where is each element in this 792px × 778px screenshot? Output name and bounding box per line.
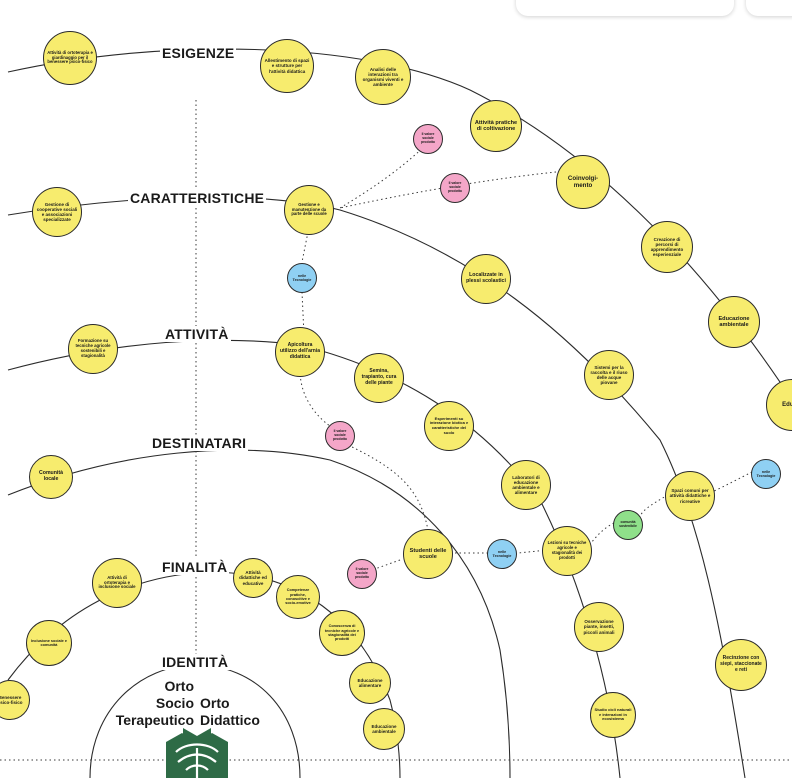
node-n9[interactable]: Gestione e manutenzione da parte delle s… <box>284 185 334 235</box>
node-n15[interactable]: Apicoltura utilizzo dell'arnia didattica <box>275 327 325 377</box>
node-label: nelle Tecnologie <box>292 273 312 282</box>
node-n37[interactable]: Educazione alimentare <box>349 662 391 704</box>
node-label: Il valore sociale prodotto <box>448 181 462 193</box>
node-label: Attività di ortoterapia e giardinaggio p… <box>47 49 93 65</box>
node-n31[interactable]: Il valore sociale prodotto <box>347 559 377 589</box>
node-n10[interactable]: Creazione di percorsi di apprendimento e… <box>641 221 693 273</box>
node-n14[interactable]: Formazione su tecniche agricole sostenib… <box>68 324 118 374</box>
node-n35[interactable]: Recinzione con siepi, staccionate e reti <box>715 639 767 691</box>
node-label: Educazione ambientale <box>718 315 750 328</box>
node-label: Spazi comuni per attività didattiche e r… <box>669 488 711 504</box>
node-label: Gestione di cooperative sociali e associ… <box>36 201 78 223</box>
node-label: comunità sostenibile <box>619 520 637 528</box>
top-card-left <box>516 0 734 16</box>
node-label: Attività pratiche di coltivazione <box>474 119 518 132</box>
node-n24[interactable]: Spazi comuni per attività didattiche e r… <box>665 471 715 521</box>
node-n25[interactable]: comunità sostenibile <box>613 510 643 540</box>
node-label: Semina, trapianto, cura delle piante <box>361 368 397 386</box>
node-label: Osservazione piante, insetti, piccoli an… <box>583 619 615 635</box>
node-label: nelle Tecnologie <box>756 469 776 478</box>
center-left-title: Orto Socio Terapeutico <box>115 678 194 728</box>
node-label: Attività didattiche ed educative <box>239 570 267 586</box>
node-n30[interactable]: Attività didattiche ed educative <box>233 558 273 598</box>
node-n16[interactable]: Semina, trapianto, cura delle piante <box>354 353 404 403</box>
node-n11[interactable]: nelle Tecnologie <box>287 263 317 293</box>
node-label: Il valore sociale prodotto <box>355 567 369 579</box>
node-label: Gestione e manutenzione da parte delle s… <box>291 201 327 217</box>
node-label: Analisi delle interazioni tra organismi … <box>362 66 404 88</box>
rings <box>7 48 792 778</box>
node-label: Lezioni su tecniche agricole e stagional… <box>547 540 587 560</box>
tree-logo-icon <box>166 728 228 778</box>
layer-label-attivita: ATTIVITÀ <box>163 326 231 342</box>
node-n32[interactable]: Competenze pratiche, conoscitive e socio… <box>276 575 320 619</box>
node-n5[interactable]: Il valore sociale prodotto <box>413 124 443 154</box>
node-label: Comunità locale <box>39 470 63 482</box>
node-n22[interactable]: Laboratori di educazione ambientale e al… <box>501 460 551 510</box>
node-n23[interactable]: nelle Tecnologie <box>751 459 781 489</box>
layer-label-esigenze: ESIGENZE <box>160 45 237 61</box>
node-n7[interactable]: Coinvolgi-mento <box>556 155 610 209</box>
node-n3[interactable]: Analisi delle interazioni tra organismi … <box>355 49 411 105</box>
node-n33[interactable]: Conoscenza di tecniche agricole e stagio… <box>319 610 365 656</box>
node-label: Competenze pratiche, conoscitive e socio… <box>285 588 311 606</box>
node-label: Coinvolgi-mento <box>567 174 599 189</box>
node-label: Il valore sociale prodotto <box>333 429 347 441</box>
node-n21[interactable]: Comunità locale <box>29 455 73 499</box>
layer-label-caratteristiche: CARATTERISTICHE <box>128 190 267 206</box>
node-n29[interactable]: Attività di ortoterapia e inclusione soc… <box>92 558 142 608</box>
node-n13[interactable]: Educazione ambientale <box>708 296 760 348</box>
guide-lines <box>0 100 792 761</box>
ring-destinatari <box>7 449 511 778</box>
node-label: Laboratori di educazione ambientale e al… <box>512 474 540 496</box>
node-label: Edu ali <box>782 401 792 408</box>
node-label: Educazione ambientale <box>371 723 397 734</box>
layer-label-finalita: FINALITÀ <box>160 559 230 575</box>
node-label: Recinzione con siepi, staccionate e reti <box>720 655 762 673</box>
node-n27[interactable]: nelle Tecnologie <box>487 539 517 569</box>
node-n1[interactable]: Attività di ortoterapia e giardinaggio p… <box>43 31 97 85</box>
node-label: nelle Tecnologie <box>492 549 512 558</box>
node-label: Creazione di percorsi di apprendimento e… <box>650 236 684 258</box>
layer-label-destinatari: DESTINATARI <box>150 435 249 451</box>
node-n4[interactable]: Attività pratiche di coltivazione <box>470 100 522 152</box>
node-label: Allestimento di spazi e strutture per l'… <box>264 58 310 74</box>
center-right-title: Orto Didattico <box>200 695 260 728</box>
node-label: Il valore sociale prodotto <box>421 132 435 144</box>
node-n19[interactable]: Esperimenti su interazione biotica e car… <box>424 401 474 451</box>
node-label: Studenti delle scuole <box>409 547 447 560</box>
node-label: Conoscenza di tecniche agricole e stagio… <box>324 624 360 642</box>
node-label: Localizzate in plessi scolastici <box>466 272 506 284</box>
node-label: Formazione su tecniche agricole sostenib… <box>75 338 111 358</box>
node-n12[interactable]: Localizzate in plessi scolastici <box>461 254 511 304</box>
node-n39[interactable]: Studio cicli naturali e interazioni in e… <box>590 692 636 738</box>
node-n17[interactable]: Sistemi per la raccolta e il riuso delle… <box>584 350 634 400</box>
node-label: Inclusione sociale e comunità <box>31 638 67 647</box>
top-card-right <box>746 0 792 16</box>
node-label: Educazione alimentare <box>357 677 383 688</box>
node-label: Studio cicli naturali e interazioni in e… <box>594 707 632 722</box>
layer-label-identita: IDENTITÀ <box>160 654 231 670</box>
node-n20[interactable]: Il valore sociale prodotto <box>325 421 355 451</box>
node-label: Attività di ortoterapia e inclusione soc… <box>98 574 136 590</box>
node-n6[interactable]: Il valore sociale prodotto <box>440 173 470 203</box>
node-label: Benessere psico-fisico <box>0 694 23 705</box>
node-n2[interactable]: Allestimento di spazi e strutture per l'… <box>260 39 314 93</box>
node-n40[interactable]: Educazione ambientale <box>363 708 405 750</box>
node-label: Esperimenti su interazione biotica e car… <box>429 415 469 435</box>
node-n28[interactable]: Lezioni su tecniche agricole e stagional… <box>542 526 592 576</box>
node-n34[interactable]: Osservazione piante, insetti, piccoli an… <box>574 602 624 652</box>
node-label: Sistemi per la raccolta e il riuso delle… <box>590 364 628 386</box>
node-n38[interactable]: Benessere psico-fisico <box>0 680 30 720</box>
node-label: Apicoltura utilizzo dell'arnia didattica <box>279 342 321 360</box>
node-n8[interactable]: Gestione di cooperative sociali e associ… <box>32 187 82 237</box>
ring-attivita <box>7 339 621 778</box>
node-n36[interactable]: Inclusione sociale e comunità <box>26 620 72 666</box>
node-n26[interactable]: Studenti delle scuole <box>403 529 453 579</box>
